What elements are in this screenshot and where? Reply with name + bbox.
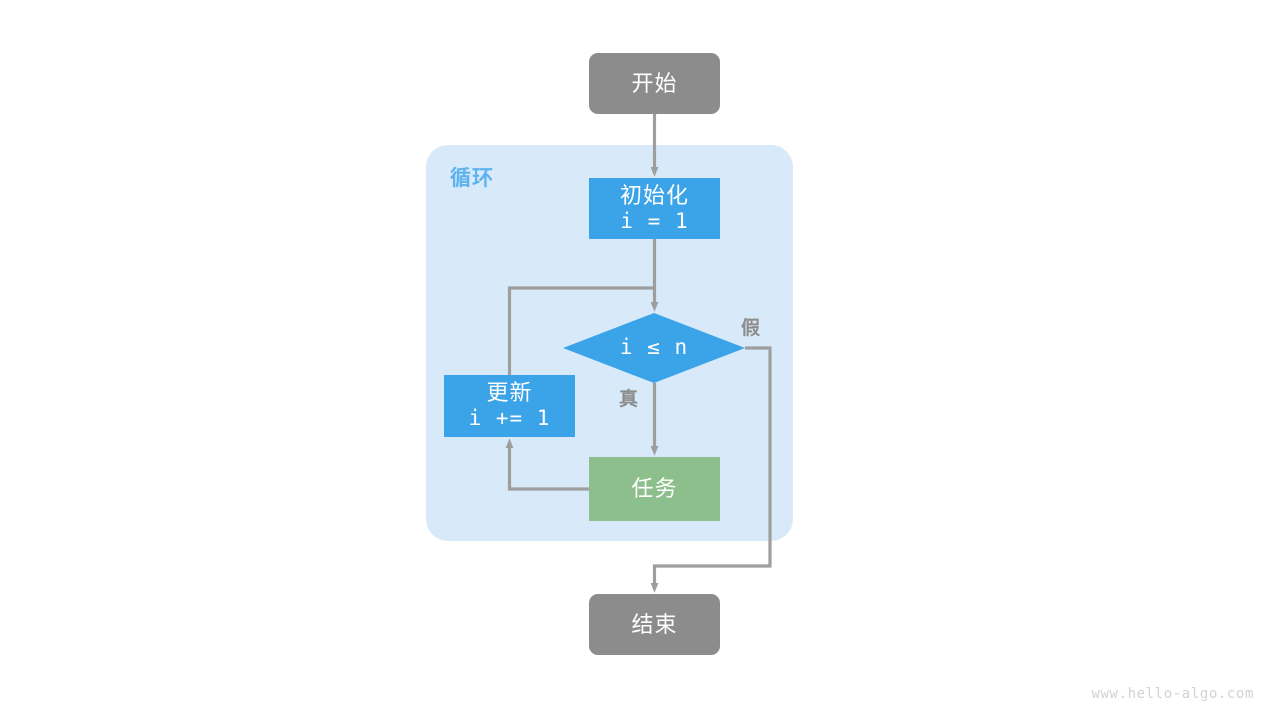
edge-update-to-condition [507,286,655,375]
watermark: www.hello-algo.com [1091,686,1254,702]
node-update-code: i += 1 [468,406,551,431]
node-start[interactable]: 开始 [589,53,720,114]
node-start-label: 开始 [631,70,678,96]
node-end-label: 结束 [631,611,678,637]
node-task-label: 任务 [631,476,678,502]
branch-label-false: 假 [741,318,762,339]
node-initialize-label: 初始化 [619,182,689,208]
branch-label-true: 真 [619,389,640,410]
node-end[interactable]: 结束 [589,594,720,655]
node-update-label: 更新 [486,380,533,406]
node-task[interactable]: 任务 [589,457,720,521]
node-condition-label: i ≤ n [619,335,689,360]
edge-condition-false-to-end [650,346,772,593]
node-initialize-code: i = 1 [620,208,689,233]
node-initialize[interactable]: 初始化 i = 1 [589,178,720,239]
node-update[interactable]: 更新 i += 1 [444,375,575,437]
edge-task-to-update [505,438,589,491]
loop-container-label: 循环 [450,167,494,190]
